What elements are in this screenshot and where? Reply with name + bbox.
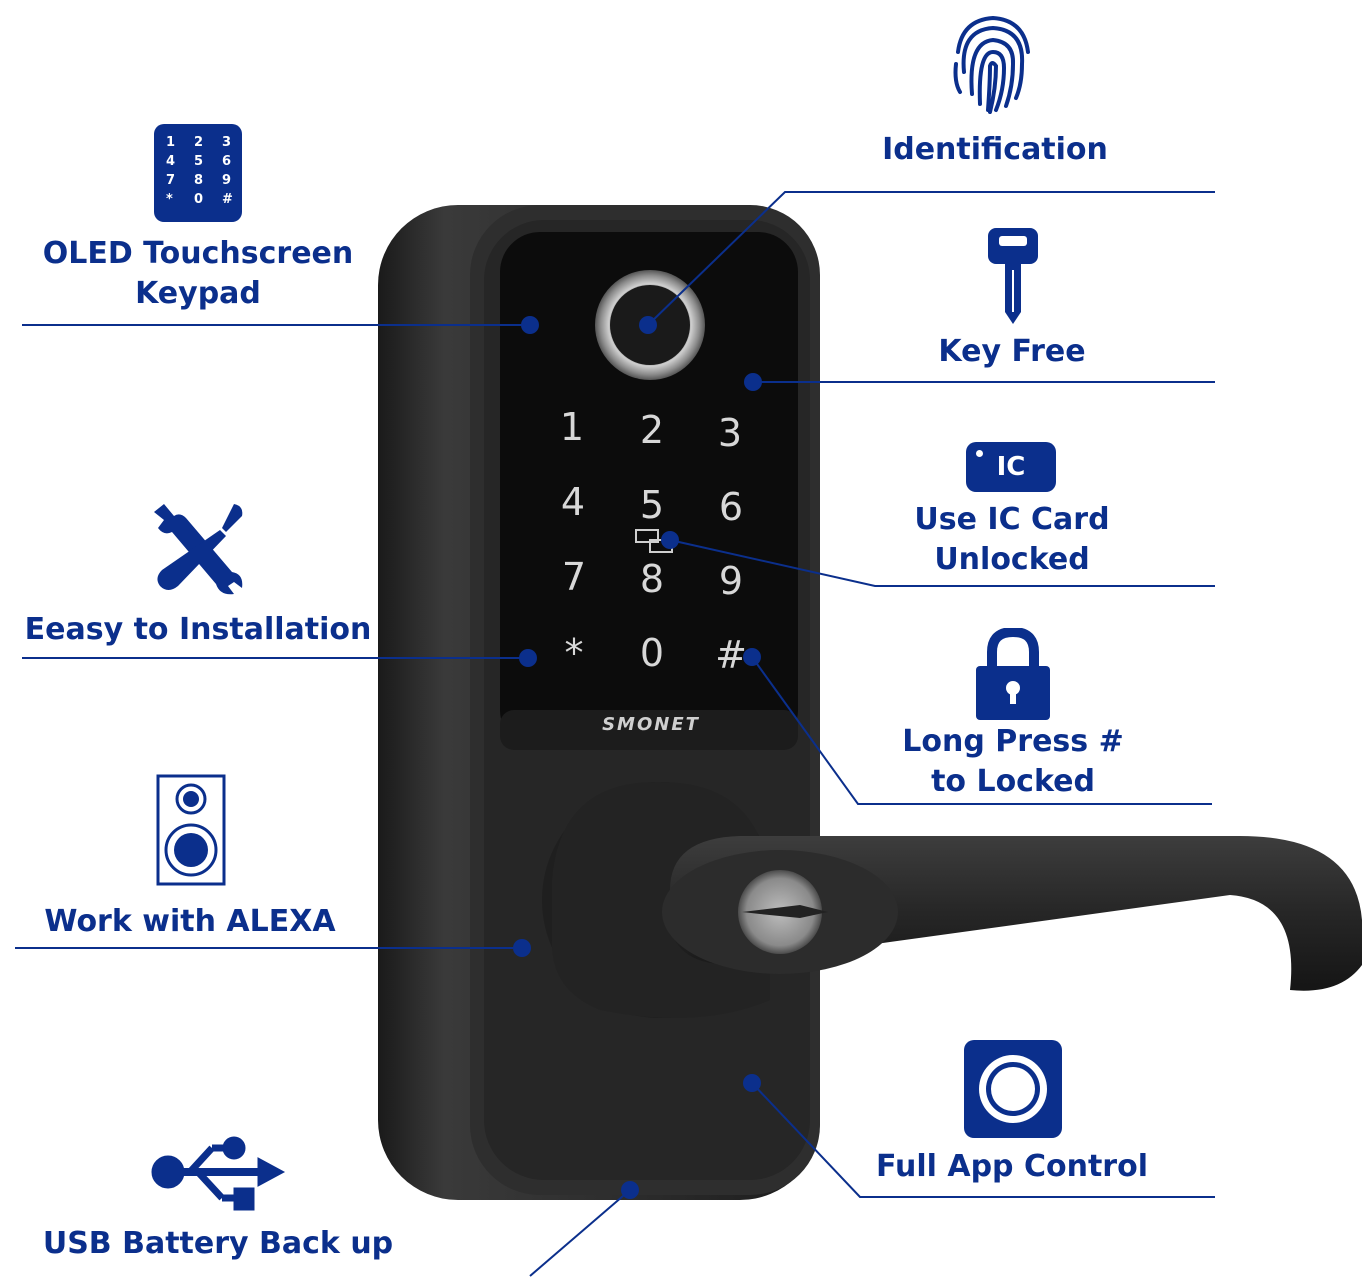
tools-icon — [154, 504, 243, 595]
keypad-icon-digit: 0 — [194, 192, 204, 207]
speaker-icon — [156, 774, 226, 886]
keypad-icon-digit: 8 — [194, 173, 204, 188]
keypad-icon-digit: * — [166, 192, 173, 207]
device-key: 6 — [719, 485, 743, 529]
keypad-icon-digit: 5 — [194, 154, 204, 169]
ic-card-feature-label: Use IC Card Unlocked — [890, 500, 1134, 580]
leader-lines — [15, 191, 1215, 1277]
keypad-icon-digit: 6 — [222, 154, 232, 169]
keypad-label-line1: OLED Touchscreen — [42, 236, 354, 271]
lock-feature-label: Long Press # to Locked — [880, 722, 1146, 802]
anchor-dots — [513, 316, 762, 1199]
keypad-icon-digit: # — [222, 192, 233, 207]
alexa-feature-label: Work with ALEXA — [44, 904, 336, 939]
device-key: 7 — [562, 555, 586, 599]
fingerprint-feature-label: Identification — [882, 132, 1108, 167]
usb-feature-label: USB Battery Back up — [42, 1226, 394, 1261]
app-feature-label: Full App Control — [876, 1149, 1148, 1184]
device-key: 5 — [640, 483, 664, 527]
usb-icon — [151, 1136, 286, 1211]
keypad-icon-digit: 7 — [166, 173, 176, 188]
device-key: 3 — [718, 411, 742, 455]
app-icon — [964, 1040, 1062, 1138]
keypad-icon-digit: 4 — [166, 154, 176, 169]
keypad-icon-grid: 1 2 3 4 5 6 7 8 9 * 0 # — [154, 124, 242, 208]
keypad-icon-digit: 3 — [222, 135, 232, 150]
lock-label-line1: Long Press # — [902, 724, 1124, 759]
device-key: 2 — [640, 408, 664, 452]
device-key: 1 — [560, 405, 584, 449]
keypad-icon: 1 2 3 4 5 6 7 8 9 * 0 # — [154, 124, 242, 222]
device-keypad: 1 2 3 4 5 6 7 8 9 * 0 # — [560, 405, 747, 677]
device-key: 9 — [719, 559, 743, 603]
device-key: 8 — [640, 557, 664, 601]
keypad-icon-digit: 9 — [222, 173, 232, 188]
padlock-icon — [976, 628, 1050, 720]
keypad-feature-label: OLED Touchscreen Keypad — [18, 234, 378, 314]
device-key: 4 — [561, 480, 585, 524]
device-key: * — [565, 631, 584, 675]
key-icon — [988, 228, 1038, 324]
ic-card-dot — [976, 450, 983, 457]
brand-logo: SMONET — [602, 714, 700, 735]
key-free-feature-label: Key Free — [938, 334, 1086, 369]
lock-label-line2: to Locked — [931, 764, 1095, 799]
ic-card-label-line2: Unlocked — [934, 542, 1090, 577]
device-key: 0 — [640, 631, 664, 675]
device-key: # — [715, 633, 747, 677]
keypad-icon-digit: 1 — [166, 135, 176, 150]
ic-card-badge: IC — [996, 452, 1026, 482]
fingerprint-icon — [953, 15, 1030, 114]
keypad-label-line2: Keypad — [135, 276, 261, 311]
ic-card-icon: IC — [966, 442, 1056, 492]
keypad-icon-digit: 2 — [194, 135, 204, 150]
touch-panel — [500, 232, 798, 750]
installation-feature-label: Eeasy to Installation — [24, 612, 372, 647]
ic-card-label-line1: Use IC Card — [914, 502, 1110, 537]
